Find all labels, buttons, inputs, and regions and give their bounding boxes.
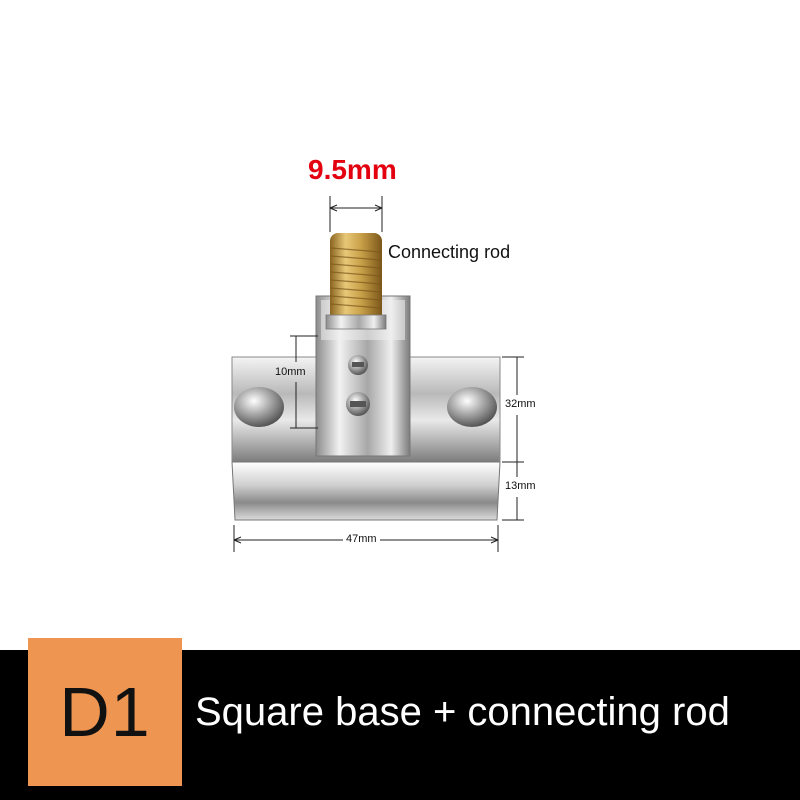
dome-screw-left bbox=[234, 387, 284, 427]
variant-code: D1 bbox=[59, 673, 151, 751]
product-photo: 9.5mm Connecting rod 10mm 32mm 13mm 47mm bbox=[231, 154, 536, 552]
product-illustration bbox=[231, 196, 524, 552]
diameter-label: 9.5mm bbox=[308, 154, 397, 185]
dimension-10mm: 10mm bbox=[275, 366, 306, 378]
variant-code-tile: D1 bbox=[28, 638, 182, 786]
base-plate-front bbox=[231, 461, 501, 521]
variant-caption: Square base + connecting rod bbox=[195, 690, 730, 734]
dimension-47mm: 47mm bbox=[343, 533, 380, 545]
dimension-32mm: 32mm bbox=[505, 398, 536, 410]
dimension-13mm: 13mm bbox=[505, 480, 536, 492]
connecting-rod-label: Connecting rod bbox=[388, 242, 511, 262]
dome-screw-right bbox=[447, 387, 497, 427]
